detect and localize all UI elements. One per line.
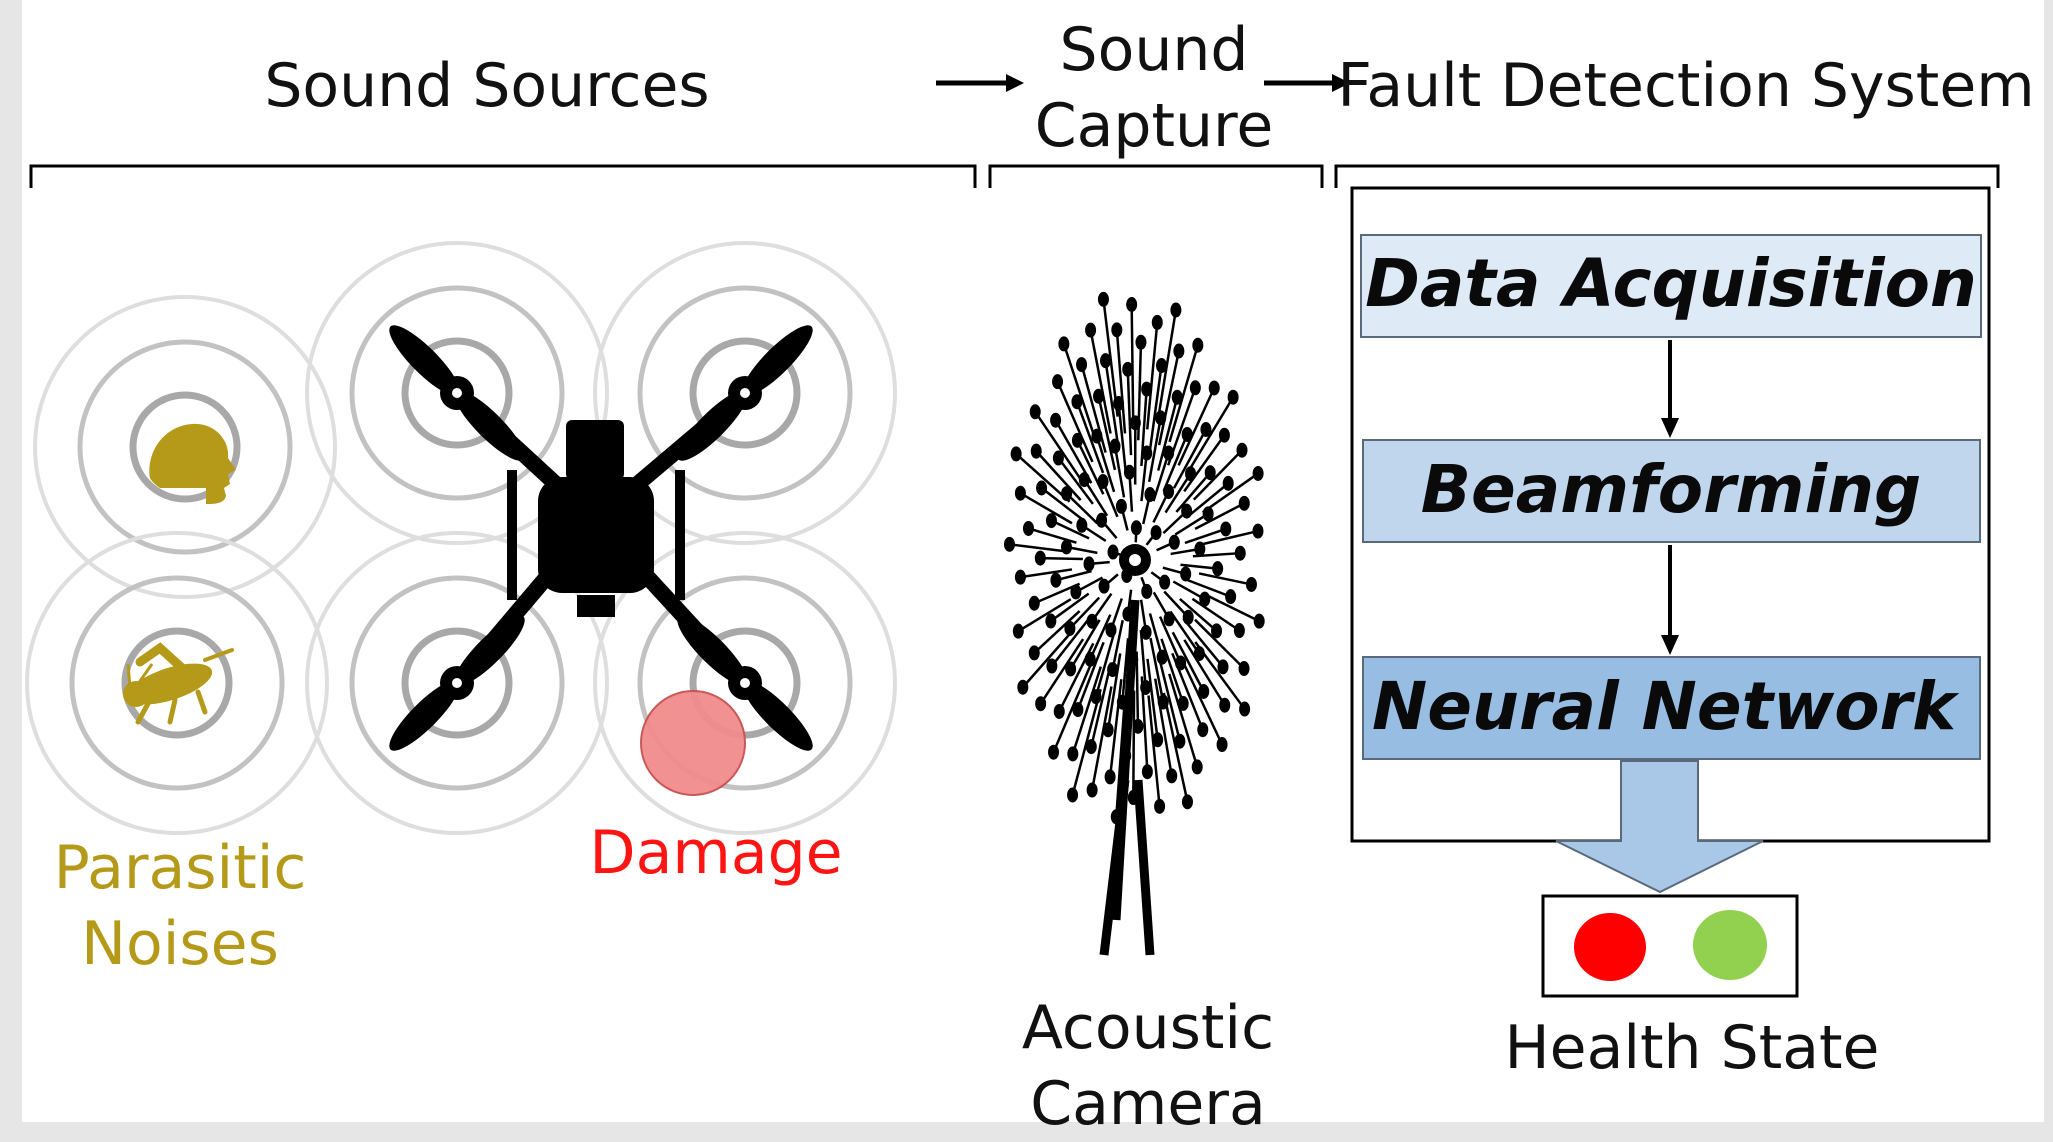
microphone-node (1141, 584, 1152, 599)
header-fault-detection: Fault Detection System (1337, 48, 2034, 124)
microphone-node (1098, 292, 1109, 307)
microphone-node (1159, 575, 1170, 590)
microphone-node (1217, 659, 1228, 674)
step-beamforming-label: Beamforming (1421, 451, 1922, 528)
microphone-node (1099, 579, 1110, 594)
microphone-node (1246, 577, 1257, 592)
microphone-node (1234, 623, 1245, 638)
microphone-node (1220, 521, 1231, 536)
microphone-node (1048, 745, 1059, 760)
microphone-node (1253, 466, 1264, 481)
microphone-node (1192, 338, 1203, 353)
microphone-node (1154, 799, 1165, 814)
microphone-node (1225, 589, 1236, 604)
microphone-node (1239, 702, 1250, 717)
microphone-node (1054, 704, 1065, 719)
microphone-node (1239, 496, 1250, 511)
microphone-node (1209, 380, 1220, 395)
microphone-node (1128, 790, 1139, 805)
health-state-red-light (1574, 913, 1646, 981)
microphone-node (1190, 380, 1201, 395)
microphone-node (1173, 344, 1184, 359)
microphone-node (1023, 521, 1034, 536)
drone-gimbal (577, 595, 615, 617)
microphone-node (1050, 413, 1061, 428)
microphone-node (1169, 535, 1180, 550)
step-neural-network-label: Neural Network (1372, 668, 1956, 745)
microphone-node (1030, 404, 1041, 419)
microphone-node (1058, 336, 1069, 351)
header-sound-capture: Sound Capture (1035, 12, 1274, 164)
microphone-node (1116, 499, 1127, 514)
microphone-node (1046, 513, 1057, 528)
damage-highlight (641, 691, 745, 795)
microphone-node (1085, 323, 1096, 338)
microphone-node (1017, 680, 1028, 695)
microphone-node (1166, 768, 1177, 783)
microphone-node (1235, 546, 1246, 561)
microphone-node (1035, 551, 1046, 566)
microphone-node (1142, 764, 1153, 779)
microphone-node (1036, 480, 1047, 495)
microphone-node (1105, 769, 1116, 784)
microphone-node (1237, 443, 1248, 458)
microphone-node (1029, 645, 1040, 660)
microphone-node (1219, 698, 1230, 713)
microphone-node (1067, 746, 1078, 761)
health-state-green-light (1693, 910, 1767, 980)
microphone-node (1180, 566, 1191, 581)
microphone-node (1183, 610, 1194, 625)
microphone-node (1192, 759, 1203, 774)
microphone-node (1015, 486, 1026, 501)
drone-top-module (566, 420, 624, 480)
label-health-state: Health State (1505, 1010, 1880, 1086)
microphone-node (1252, 524, 1263, 539)
microphone-node (1045, 614, 1056, 629)
microphone-node (1004, 537, 1015, 552)
microphone-node (1170, 303, 1181, 318)
microphone-node (1135, 335, 1146, 350)
microphone-node (1131, 520, 1142, 535)
label-damage: Damage (589, 815, 842, 891)
microphone-node (1046, 659, 1057, 674)
microphone-node (1223, 476, 1234, 491)
microphone-node (1197, 722, 1208, 737)
microphone-node (1108, 545, 1119, 560)
microphone-node (1126, 297, 1137, 312)
microphone-node (1087, 783, 1098, 798)
microphone-node (1122, 607, 1133, 622)
drone-body (538, 477, 654, 593)
microphone-node (1015, 570, 1026, 585)
microphone-node (1035, 696, 1046, 711)
microphone-node (1084, 556, 1095, 571)
microphone-node (1111, 322, 1122, 337)
microphone-node (1239, 661, 1250, 676)
microphone-node (1011, 446, 1022, 461)
microphone-node (1013, 624, 1024, 639)
camera-lens-center (1129, 554, 1141, 566)
microphone-node (1254, 614, 1265, 629)
microphone-node (1029, 596, 1040, 611)
microphone-node (1151, 525, 1162, 540)
microphone-node (1076, 357, 1087, 372)
microphone-node (1067, 788, 1078, 803)
label-parasitic-noises: Parasitic Noises (54, 830, 307, 982)
microphone-node (1050, 573, 1061, 588)
step-data-acquisition-label: Data Acquisition (1365, 245, 1977, 322)
header-sound-sources: Sound Sources (264, 48, 709, 124)
microphone-node (1052, 374, 1063, 389)
microphone-node (1217, 737, 1228, 752)
microphone-node (1219, 428, 1230, 443)
microphone-node (1152, 315, 1163, 330)
microphone-node (1182, 794, 1193, 809)
microphone-node (1111, 809, 1122, 824)
microphone-node (1031, 444, 1042, 459)
microphone-node (1212, 561, 1223, 576)
label-acoustic-camera: Acoustic Camera (1022, 990, 1274, 1142)
microphone-node (1228, 390, 1239, 405)
